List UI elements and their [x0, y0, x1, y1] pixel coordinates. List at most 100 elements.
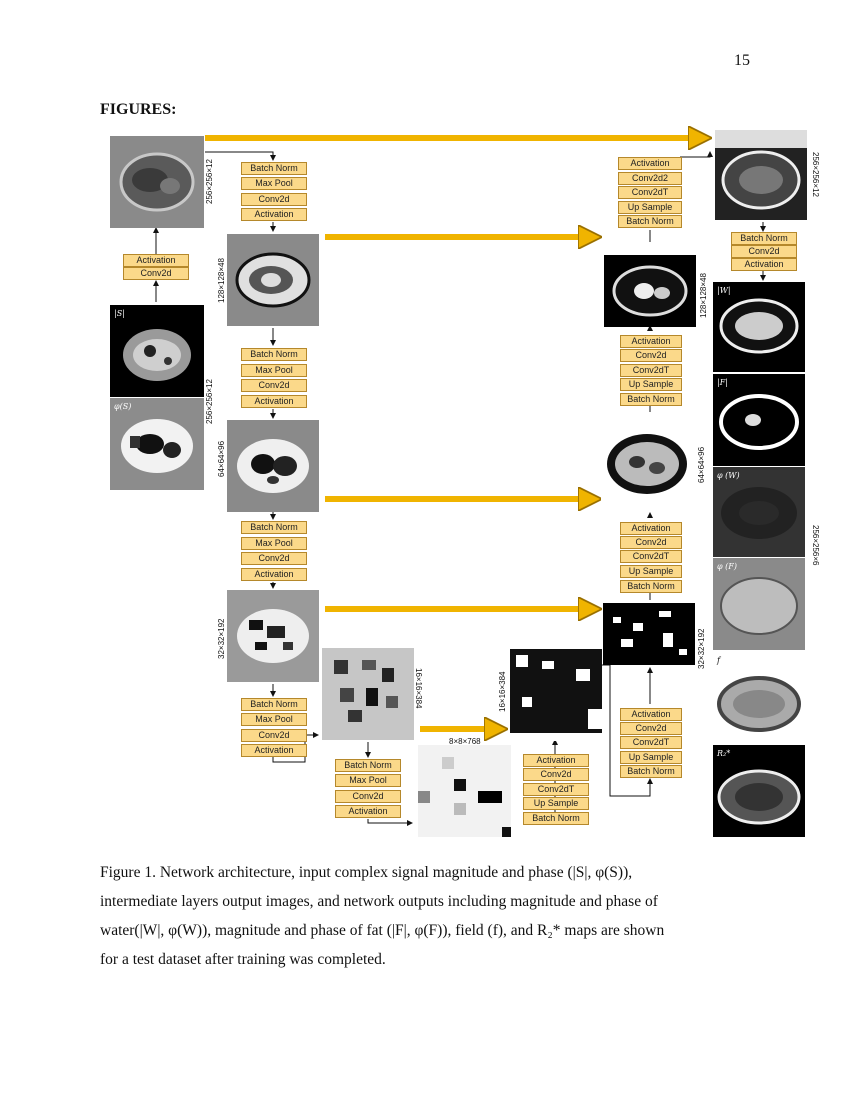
block-conv2dT: Conv2dT: [620, 736, 682, 749]
block-conv2d: Conv2d: [335, 790, 401, 803]
encoder-image-64: [227, 420, 319, 512]
r2-map-image: R₂*: [713, 745, 805, 837]
decoder-image-64: [601, 418, 693, 510]
caption-line: intermediate layers output images, and n…: [100, 893, 658, 910]
block-activation: Activation: [620, 522, 682, 535]
encoder-image-128: [227, 234, 319, 326]
connection-lines: [153, 0, 766, 826]
block-activation: Activation: [123, 254, 189, 267]
block-batch-norm: Batch Norm: [620, 765, 682, 778]
decoder-image-32: [603, 603, 695, 665]
block-batch-norm: Batch Norm: [241, 348, 307, 361]
block-max-pool: Max Pool: [241, 713, 307, 726]
caption-line: for a test dataset after training was co…: [100, 951, 386, 968]
block-activation: Activation: [523, 754, 589, 767]
dim-label-64x64x96: 64×64×96: [697, 446, 706, 483]
dim-label-256x256x12: 256×256×12: [205, 379, 214, 424]
dim-label-16x16x384: 16×16×384: [414, 668, 423, 709]
input-phase-label: φ(S): [114, 402, 132, 411]
block-batch-norm: Batch Norm: [620, 580, 682, 593]
decoder-image-16: [510, 649, 602, 741]
block-activation: Activation: [241, 395, 307, 408]
block-up-sample: Up Sample: [620, 751, 682, 764]
block-batch-norm: Batch Norm: [241, 698, 307, 711]
block-conv2dT: Conv2dT: [620, 364, 682, 377]
block-activation: Activation: [241, 568, 307, 581]
block-up-sample: Up Sample: [620, 378, 682, 391]
block-max-pool: Max Pool: [241, 364, 307, 377]
block-conv2d2: Conv2d2: [618, 172, 682, 185]
block-conv2d: Conv2d: [123, 267, 189, 280]
dim-label-16x16x384: 16×16×384: [498, 671, 507, 713]
dim-label-32x32x192: 32×32×192: [217, 618, 226, 660]
block-max-pool: Max Pool: [335, 774, 401, 787]
figure-caption: Figure 1. Network architecture, input co…: [100, 858, 760, 974]
bottleneck-image-8: [418, 745, 511, 837]
block-batch-norm: Batch Norm: [241, 521, 307, 534]
block-batch-norm: Batch Norm: [523, 812, 589, 825]
block-conv2d: Conv2d: [241, 552, 307, 565]
block-conv2d: Conv2d: [523, 768, 589, 781]
block-activation: Activation: [241, 208, 307, 221]
dim-label-128x128x48: 128×128×48: [217, 258, 226, 303]
encoder-image-16: [322, 648, 414, 740]
block-conv2d: Conv2d: [731, 245, 797, 258]
caption-line: water(|W|, φ(W)), magnitude and phase of…: [100, 922, 665, 939]
block-activation: Activation: [620, 335, 682, 348]
network-architecture-figure: |S| φ(S) |W| |F| φ (W): [110, 0, 820, 837]
fat-magnitude-image: |F|: [713, 374, 805, 466]
block-up-sample: Up Sample: [618, 201, 682, 214]
block-activation: Activation: [241, 744, 307, 757]
block-batch-norm: Batch Norm: [241, 162, 307, 175]
dim-label-256x256x6: 256×256×6: [811, 525, 820, 566]
input-magnitude-image: |S|: [110, 305, 204, 397]
block-activation: Activation: [620, 708, 682, 721]
block-conv2d: Conv2d: [241, 193, 307, 206]
block-conv2dT: Conv2dT: [620, 550, 682, 563]
dim-label-32x32x192: 32×32×192: [697, 628, 706, 670]
encoder-flow-lines: [153, 151, 766, 826]
block-batch-norm: Batch Norm: [731, 232, 797, 245]
input-magnitude-label: |S|: [114, 309, 125, 318]
decoder-output-image-256: [715, 130, 807, 220]
fat-phase-label: φ (F): [717, 562, 737, 571]
water-phase-label: φ (W): [717, 471, 740, 480]
block-conv2d: Conv2d: [620, 536, 682, 549]
dim-label-256x256x12: 256×256×12: [205, 159, 214, 204]
block-activation: Activation: [335, 805, 401, 818]
r2-map-label: R₂*: [717, 749, 731, 758]
block-conv2dT: Conv2dT: [618, 186, 682, 199]
block-max-pool: Max Pool: [241, 537, 307, 550]
water-magnitude-image: |W|: [713, 282, 805, 372]
input-phase-image: φ(S): [110, 398, 204, 490]
block-conv2d: Conv2d: [620, 722, 682, 735]
block-max-pool: Max Pool: [241, 177, 307, 190]
water-magnitude-label: |W|: [717, 286, 731, 295]
dim-label-64x64x96: 64×64×96: [217, 440, 226, 477]
page-number: 15: [734, 52, 750, 69]
block-activation: Activation: [731, 258, 797, 271]
block-batch-norm: Batch Norm: [618, 215, 682, 228]
encoder-image-256-a: [110, 136, 204, 228]
dim-label-8x8x768: 8×8×768: [449, 737, 481, 746]
fat-magnitude-label: |F|: [717, 378, 728, 387]
block-conv2dT: Conv2dT: [523, 783, 589, 796]
block-batch-norm: Batch Norm: [335, 759, 401, 772]
block-batch-norm: Batch Norm: [620, 393, 682, 406]
block-activation: Activation: [618, 157, 682, 170]
block-up-sample: Up Sample: [620, 565, 682, 578]
fat-phase-image: φ (F): [713, 558, 805, 650]
decoder-image-128: [604, 255, 696, 327]
water-phase-image: φ (W): [713, 467, 805, 557]
field-map-image: f: [713, 652, 805, 744]
encoder-image-32: [227, 590, 319, 682]
block-conv2d: Conv2d: [620, 349, 682, 362]
skip-connection-arrows: [205, 138, 700, 729]
dim-label-256x256x12: 256×256×12: [811, 152, 820, 197]
block-up-sample: Up Sample: [523, 797, 589, 810]
caption-line: Figure 1. Network architecture, input co…: [100, 864, 633, 881]
block-conv2d: Conv2d: [241, 729, 307, 742]
dim-label-128x128x48: 128×128×48: [699, 273, 708, 318]
field-map-label: f: [717, 656, 720, 665]
figures-heading: FIGURES:: [100, 101, 177, 118]
